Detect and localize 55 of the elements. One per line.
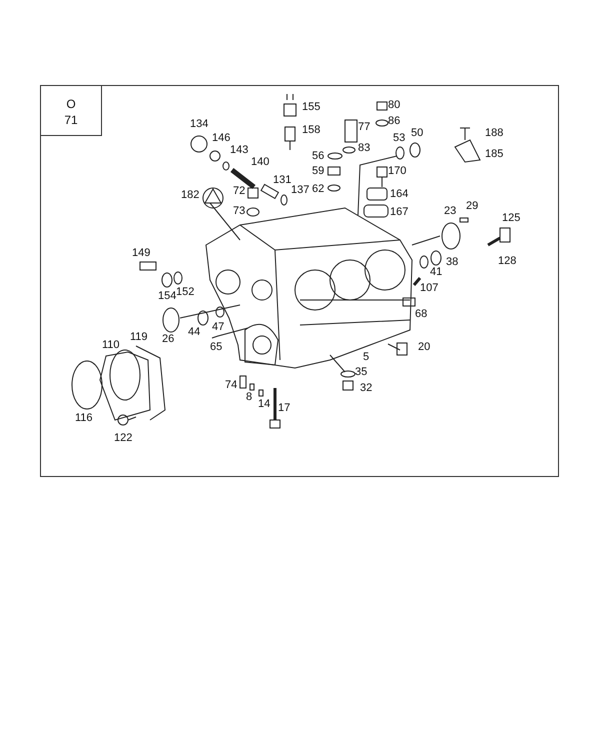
callout-number: 122: [114, 432, 132, 444]
callout-number: 72: [233, 185, 246, 197]
callout-number: 116: [75, 412, 93, 424]
callout-number: 65: [210, 341, 222, 353]
callout-number: 170: [388, 165, 406, 177]
callout-number: 83: [358, 142, 370, 154]
callout-number: 131: [273, 174, 292, 186]
callout-number: 8: [246, 391, 252, 403]
callout-number: 68: [415, 308, 428, 320]
callout-number: 149: [132, 247, 150, 259]
callout-number: 154: [158, 290, 176, 302]
callout-number: 107: [420, 282, 438, 294]
callout-number: 182: [181, 189, 200, 201]
callout-number: 17: [278, 402, 290, 414]
callout-number: 146: [212, 132, 230, 144]
callout-number: 137: [291, 184, 310, 196]
title-block: [41, 86, 102, 136]
callout-number: 158: [302, 124, 320, 136]
callout-number: 47: [212, 321, 224, 333]
callout-number: 143: [230, 144, 248, 156]
callout-number: 155: [302, 101, 320, 113]
callout-number: 188: [485, 127, 504, 139]
callout-number: 32: [360, 382, 372, 394]
callout-number: 119: [130, 331, 148, 343]
title-block-text: 71: [64, 112, 78, 128]
callout-number: 134: [190, 118, 208, 130]
callout-number: 44: [188, 326, 200, 338]
callout-number: 185: [485, 148, 504, 160]
title-block-text: O: [66, 96, 76, 112]
callout-number: 35: [355, 366, 368, 378]
callout-number: 38: [446, 256, 458, 268]
callout-number: 29: [466, 200, 478, 212]
callout-number: 164: [390, 188, 408, 200]
callout-number: 20: [418, 341, 430, 353]
callout-number: 26: [162, 333, 174, 345]
callout-number: 110: [102, 339, 120, 351]
callout-number: 74: [225, 379, 238, 391]
callout-number: 73: [233, 205, 246, 217]
callout-number: 59: [312, 165, 324, 177]
callout-number: 14: [258, 398, 270, 410]
callout-number: 77: [358, 121, 370, 133]
callout-number: 62: [312, 183, 324, 195]
callout-number: 50: [411, 127, 424, 139]
callout-number: 140: [251, 156, 270, 168]
callout-number: 167: [390, 206, 408, 218]
callout-number: 86: [388, 115, 400, 127]
callout-number: 23: [444, 205, 456, 217]
callout-number: 152: [176, 286, 194, 298]
callout-number: 41: [430, 266, 442, 278]
callout-number: 5: [363, 351, 370, 363]
callout-number: 53: [393, 132, 406, 144]
callout-number: 125: [502, 212, 520, 224]
callout-number: 128: [498, 255, 516, 267]
callout-number: 56: [312, 150, 324, 162]
callout-number: 80: [388, 99, 400, 111]
